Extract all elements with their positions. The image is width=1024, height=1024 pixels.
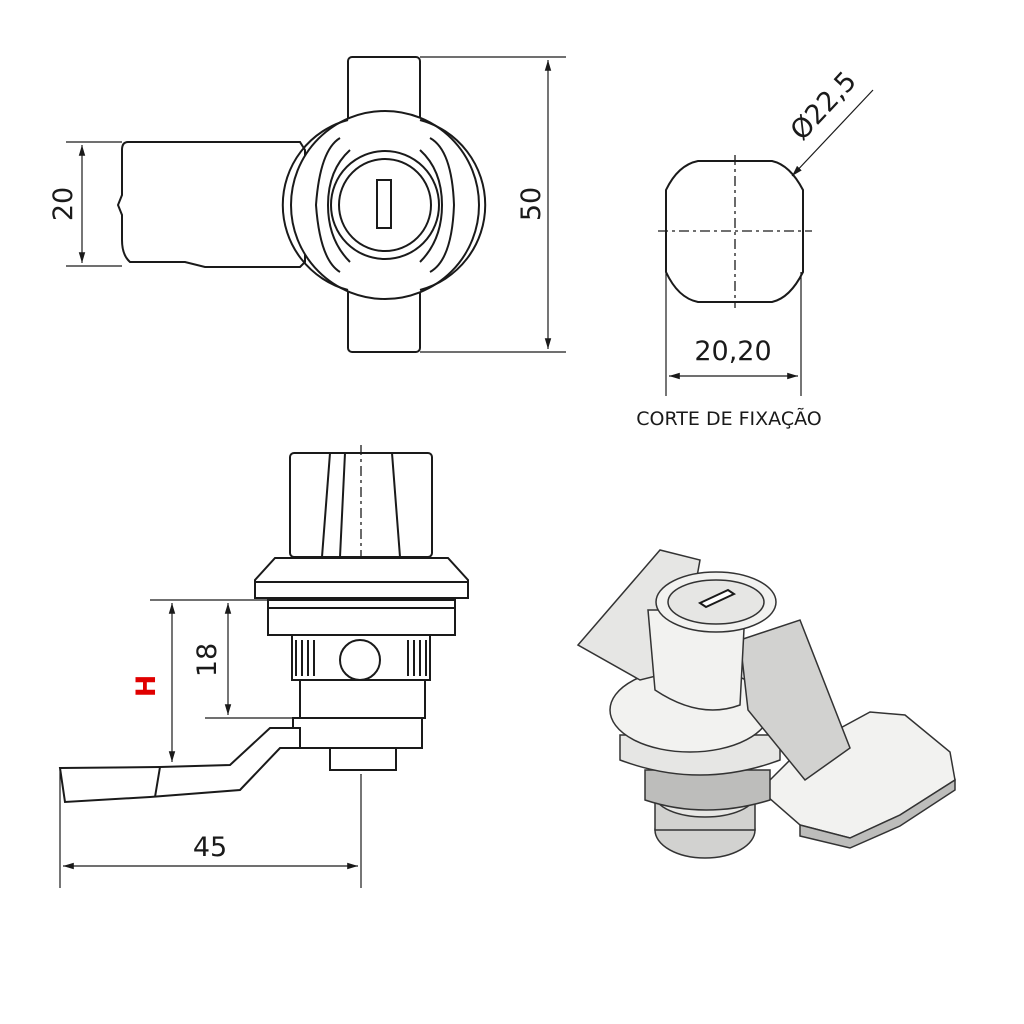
- key-slot: [376, 179, 392, 229]
- lever-side: [58, 727, 301, 804]
- cylinder-top: [330, 150, 440, 260]
- side-view: 18 H 45: [58, 445, 469, 888]
- body: [299, 679, 426, 719]
- thread-3d: [644, 769, 771, 811]
- cutout-view: 20,20 Ø22,5 CORTE DE FIXAÇÃO: [636, 66, 874, 430]
- flange: [254, 557, 469, 599]
- wing-right: [739, 619, 851, 782]
- dim-20-label: 20: [48, 187, 79, 221]
- dim-h-label: H: [131, 675, 162, 698]
- lever-top: [116, 141, 306, 268]
- key-slot-3d: [697, 588, 737, 609]
- dim-2020-label: 20,20: [694, 336, 771, 367]
- cutout-caption: CORTE DE FIXAÇÃO: [636, 407, 821, 430]
- isometric-view: [576, 549, 956, 859]
- ball: [339, 639, 381, 681]
- dim-18-label: 18: [192, 643, 223, 677]
- nut: [329, 747, 397, 771]
- top-view: 20 50: [48, 56, 566, 353]
- knob-3d: [647, 609, 746, 711]
- washer: [267, 599, 456, 636]
- cam-plate: [292, 717, 423, 749]
- dim-50-label: 50: [516, 187, 547, 221]
- dim-45-label: 45: [193, 832, 227, 863]
- dim-diameter-label: Ø22,5: [785, 66, 863, 147]
